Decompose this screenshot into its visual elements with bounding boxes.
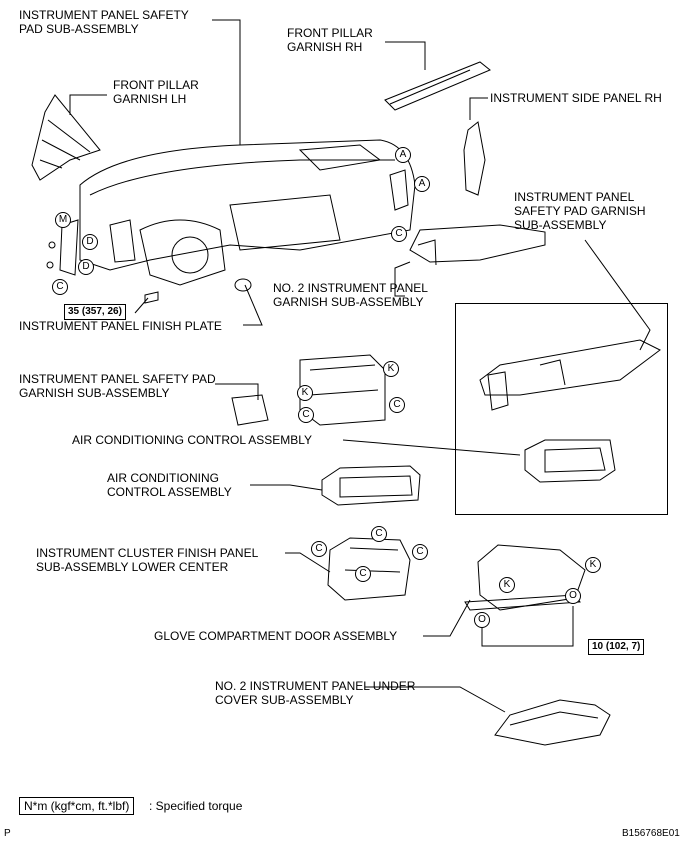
marker-m: M xyxy=(55,212,71,228)
marker-o: O xyxy=(565,588,581,604)
leader-garnish-right xyxy=(584,239,651,351)
garnish-right-part xyxy=(479,339,661,396)
side-panel-rh-part xyxy=(463,121,486,196)
leader-side-panel xyxy=(469,97,488,120)
label-garnish-left: INSTRUMENT PANEL SAFETY PAD GARNISH SUB-… xyxy=(19,372,216,400)
leader-under-cover xyxy=(365,686,506,713)
marker-d: D xyxy=(82,234,98,250)
legend-torque-box: N*m (kgf*cm, ft.*lbf) xyxy=(19,797,135,815)
ac-control-part xyxy=(321,465,421,506)
leader-ac-1 xyxy=(342,439,521,456)
front-pillar-rh-part xyxy=(384,61,491,111)
under-cover-part xyxy=(494,699,611,746)
marker-c: C xyxy=(311,541,327,557)
marker-k: K xyxy=(585,557,601,573)
legend-text: : Specified torque xyxy=(149,799,243,813)
marker-c: C xyxy=(52,279,68,295)
front-pillar-lh-part xyxy=(31,94,101,181)
marker-c: C xyxy=(355,566,371,582)
marker-a: A xyxy=(414,176,430,192)
leader-pillar-rh xyxy=(385,41,426,70)
marker-d: D xyxy=(78,259,94,275)
marker-o: O xyxy=(474,612,490,628)
marker-c: C xyxy=(391,226,407,242)
marker-a: A xyxy=(395,147,411,163)
cluster-finish-part xyxy=(327,537,411,601)
legend-units: N*m (kgf*cm, ft.*lbf) xyxy=(24,799,130,813)
marker-k: K xyxy=(297,385,313,401)
leader-finish-plate xyxy=(243,284,263,326)
label-finish-plate: INSTRUMENT PANEL FINISH PLATE xyxy=(19,319,222,333)
marker-c: C xyxy=(389,397,405,413)
torque-finish-plate: 35 (357, 26) xyxy=(64,304,126,320)
label-glove-door: GLOVE COMPARTMENT DOOR ASSEMBLY xyxy=(154,629,398,643)
leader-no2-garnish xyxy=(394,261,411,297)
marker-k: K xyxy=(499,577,515,593)
marker-k: K xyxy=(383,361,399,377)
nav-variant-box xyxy=(455,303,668,515)
leader-safety-pad xyxy=(212,19,241,145)
torque-glove-door: 10 (102, 7) xyxy=(588,639,645,655)
no2-garnish-part xyxy=(409,224,546,263)
label-side-panel-rh: INSTRUMENT SIDE PANEL RH xyxy=(490,91,662,105)
footer-code: B156768E01 xyxy=(622,828,680,839)
leader-bolt xyxy=(134,297,149,314)
marker-c: C xyxy=(298,407,314,423)
ac-control-nav-part xyxy=(524,439,616,483)
leader-pillar-lh xyxy=(69,94,107,115)
label-garnish-right: INSTRUMENT PANEL SAFETY PAD GARNISH SUB-… xyxy=(514,190,646,232)
marker-c: C xyxy=(412,544,428,560)
leader-ac-2 xyxy=(250,484,323,491)
footer-left: P xyxy=(4,828,11,839)
leader-garnish-left xyxy=(215,383,259,400)
leader-glove-torque xyxy=(481,606,574,647)
glove-compartment-part xyxy=(477,544,586,611)
label-ac-control-1: AIR CONDITIONING CONTROL ASSEMBLY xyxy=(72,433,313,447)
marker-c: C xyxy=(371,526,387,542)
leader-cluster xyxy=(285,552,331,573)
garnish-left-part xyxy=(231,394,269,426)
leader-glove xyxy=(423,599,471,637)
